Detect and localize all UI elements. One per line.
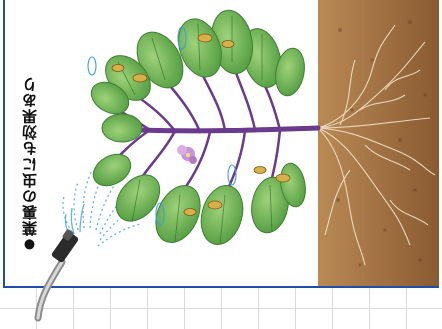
spray-nozzle-icon [38, 229, 79, 318]
eggplant-flower [177, 145, 197, 164]
soil [318, 0, 439, 286]
